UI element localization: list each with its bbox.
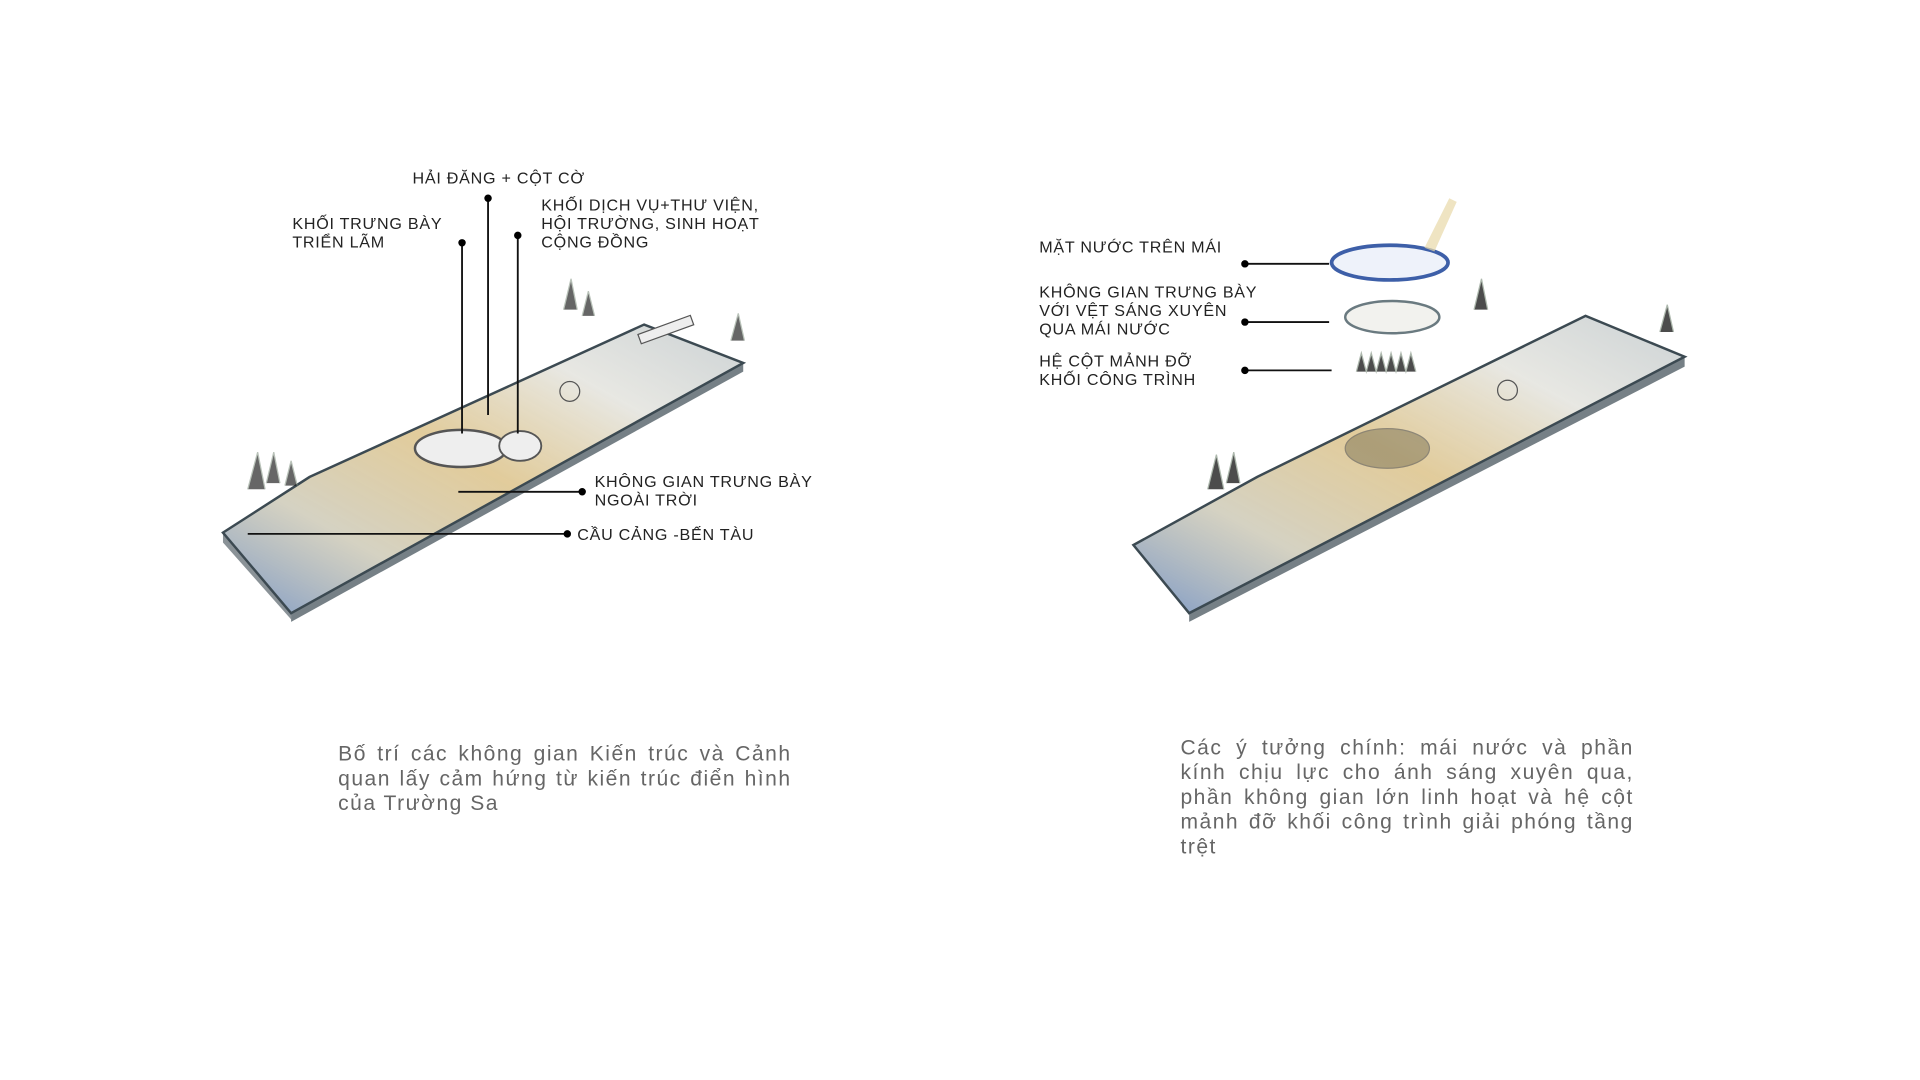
label-outdoor-exhibit: KHÔNG GIAN TRƯNG BÀY NGOÀI TRỜI bbox=[594, 471, 813, 510]
label-service-block: KHỐI DỊCH VỤ+THƯ VIỆN, HỘI TRƯỜNG, SINH … bbox=[541, 195, 760, 252]
left-site-sketch bbox=[221, 194, 747, 622]
label-exhibit-block: KHỐI TRƯNG BÀY TRIỂN LÃM bbox=[292, 214, 443, 252]
right-caption: Các ý tưởng chính: mái nước và phần kính… bbox=[1180, 735, 1634, 859]
label-pier: CẦU CẢNG -BẾN TÀU bbox=[577, 525, 755, 544]
label-roof-water: MẶT NƯỚC TRÊN MÁI bbox=[1039, 237, 1223, 257]
label-lighthouse: HẢI ĐĂNG + CỘT CỜ bbox=[412, 168, 585, 188]
left-caption: Bố trí các không gian Kiến trúc và Cảnh … bbox=[338, 741, 792, 816]
right-site-sketch bbox=[1131, 198, 1688, 622]
label-exhibit-light: KHÔNG GIAN TRƯNG BÀY VỚI VỆT SÁNG XUYÊN … bbox=[1039, 282, 1258, 339]
label-columns: HỆ CỘT MẢNH ĐỠ KHỐI CÔNG TRÌNH bbox=[1039, 351, 1196, 389]
